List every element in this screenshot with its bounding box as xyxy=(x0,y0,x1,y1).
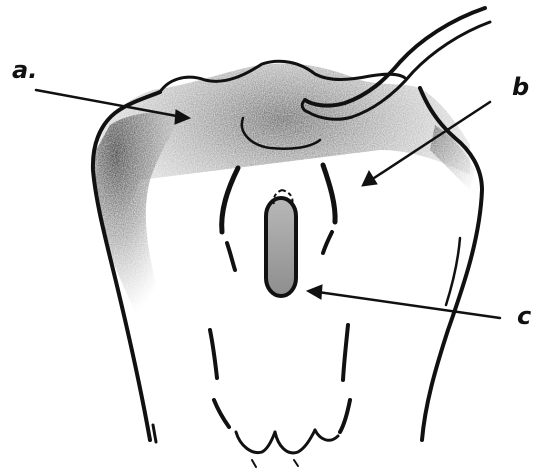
pulp-chamber xyxy=(266,190,296,296)
label-b: b xyxy=(512,73,529,101)
label-a: a. xyxy=(12,56,37,84)
arrow-c xyxy=(307,285,500,318)
root-apices xyxy=(236,430,338,467)
label-c: c xyxy=(517,302,531,330)
